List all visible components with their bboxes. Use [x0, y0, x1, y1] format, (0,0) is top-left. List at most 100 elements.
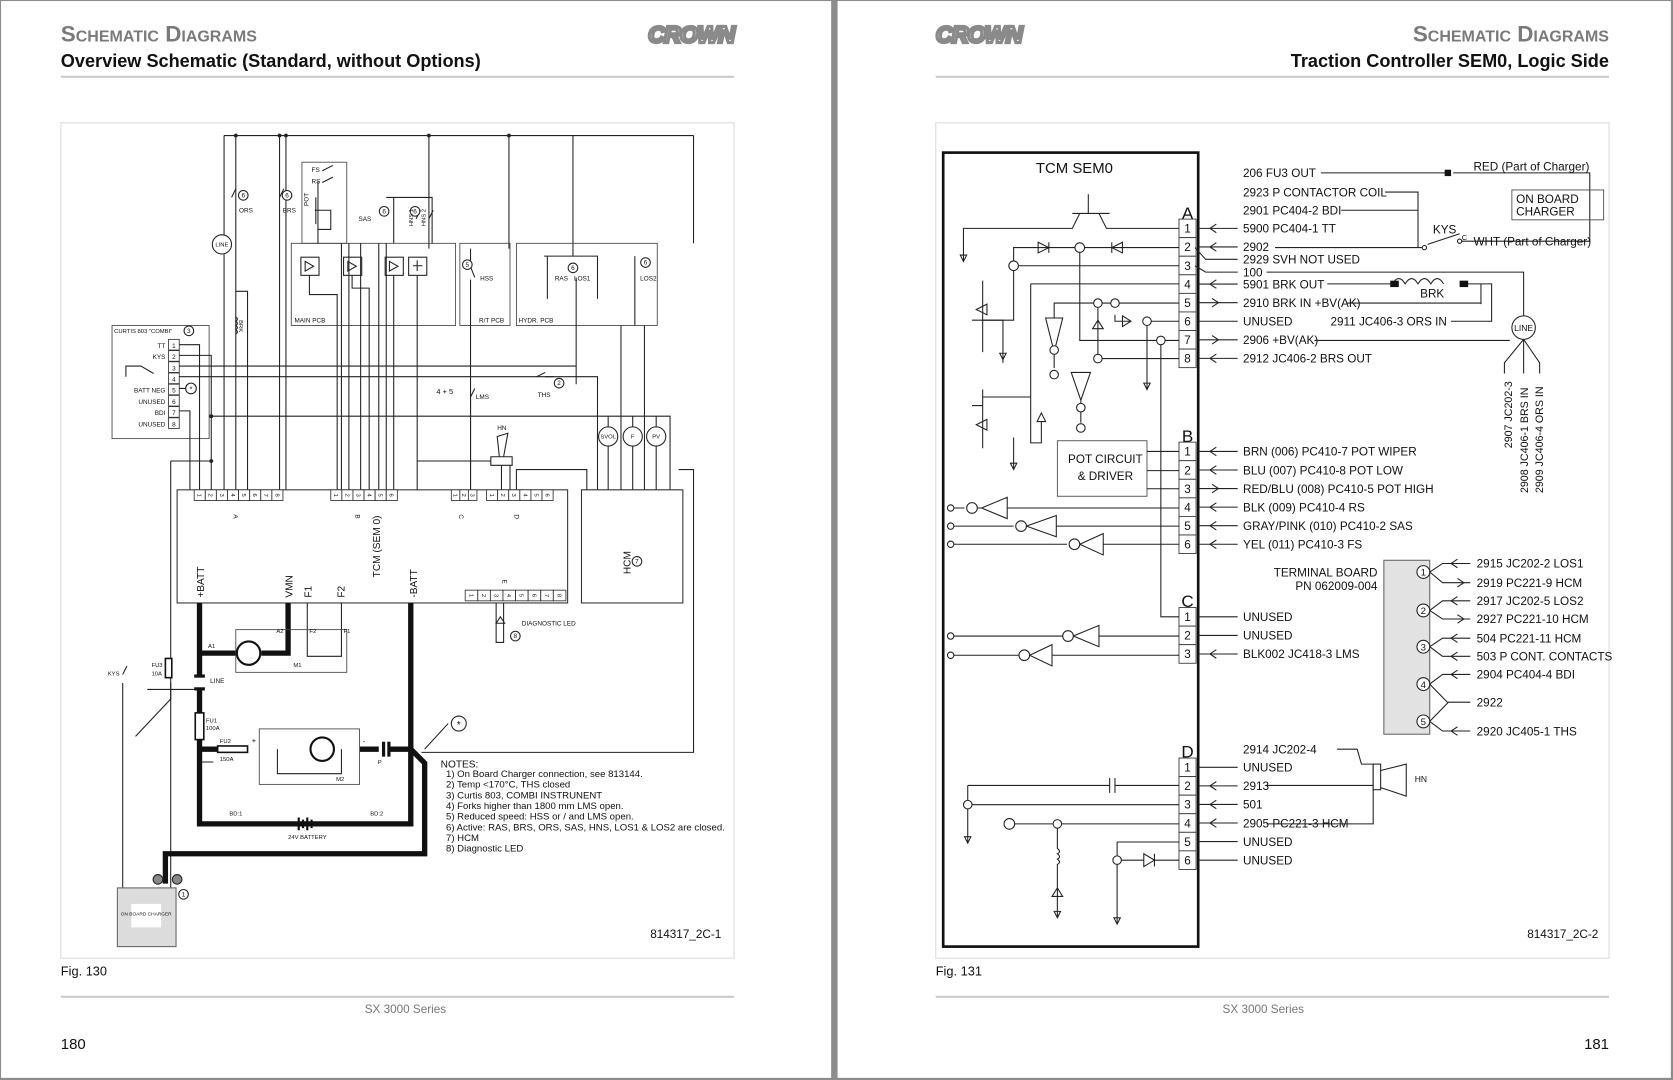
- line-contactor-label: LINE: [210, 678, 224, 685]
- pin-label: UNUSED: [138, 421, 165, 428]
- terminal-wire: 504 PC221-11 HCM: [1429, 632, 1582, 648]
- wire-label: YEL (011) PC410-3 FS: [1243, 539, 1362, 552]
- arrow-in-icon: [1208, 223, 1217, 234]
- ths-label: THS: [538, 392, 551, 399]
- arrow-in-icon: [1450, 558, 1458, 569]
- gauges: SVOL F PV: [421, 416, 695, 753]
- terminal-number: 1: [1421, 568, 1426, 579]
- tcm-pin-a: 5: [238, 489, 251, 501]
- connector-label: C: [1181, 592, 1193, 611]
- pin-number: 6: [1184, 315, 1191, 328]
- horn: 2914 JC202-4 HN: [1243, 743, 1427, 825]
- wire-label: 2911 JC406-3 ORS IN: [1331, 315, 1447, 328]
- wire-label: 2901 PC404-2 BDI: [1243, 205, 1341, 218]
- pin-number: 5: [1184, 297, 1191, 310]
- star-ref: *: [457, 720, 461, 731]
- connector-c-label: C: [457, 514, 464, 519]
- tcm-pin-b: 5: [374, 489, 387, 501]
- fu2-label: FU2: [220, 739, 231, 745]
- tcm-pin-b: 2: [341, 489, 354, 501]
- footer-series: SX 3000 Series: [365, 1003, 447, 1016]
- note-ref: 6: [285, 192, 289, 199]
- wire-label: 5901 BRK OUT: [1243, 278, 1324, 291]
- motor-m2: [258, 728, 360, 785]
- connector-a-label: A: [232, 514, 239, 519]
- pin-number: 3: [1184, 648, 1191, 661]
- wire-label: BRN (006) PC410-7 POT WIPER: [1243, 446, 1417, 459]
- note-item: 6) Active: RAS, BRS, ORS, SAS, HNS, LOS1…: [446, 822, 725, 833]
- line-label: LINE: [1514, 323, 1533, 333]
- wire-label: 2920 JC405-1 THS: [1477, 725, 1577, 738]
- kys-c-label: C: [1462, 233, 1468, 242]
- tcm-pin-e: 2: [477, 589, 491, 602]
- pin-number: 8: [273, 494, 279, 497]
- pv-label: PV: [652, 435, 660, 441]
- tcm-pin-e: 8: [552, 589, 567, 602]
- terminal-wire: 2904 PC404-4 BDI: [1429, 669, 1575, 685]
- arrow-in-icon: [1208, 649, 1217, 659]
- wire-label: RED/BLU (008) PC410-5 POT HIGH: [1243, 483, 1434, 496]
- figure-label: Fig. 131: [936, 963, 982, 978]
- note-ref: 8: [514, 633, 518, 640]
- pin-number: 3: [1184, 799, 1191, 812]
- note-ref: 6: [571, 265, 575, 272]
- tcm-pin-d: 1: [486, 489, 499, 501]
- pot-driver-label: & DRIVER: [1078, 470, 1133, 483]
- wire-label: 2922: [1477, 696, 1503, 709]
- figure-label: Fig. 130: [61, 963, 107, 978]
- rs-label: RS: [312, 179, 321, 186]
- note-item: 7) HCM: [446, 833, 479, 844]
- pin-number: 1: [451, 494, 457, 497]
- line-contactor-coil: [1511, 315, 1536, 340]
- wire-label: 2904 PC404-4 BDI: [1477, 669, 1575, 682]
- horn-label: HN: [497, 425, 507, 432]
- plus-label: +: [252, 736, 256, 745]
- note-item: 2) Temp <170°C, THS closed: [446, 780, 570, 791]
- pin-number: 7: [262, 494, 268, 497]
- rt-pcb: [459, 242, 511, 326]
- crown-logo: CROWN: [647, 20, 739, 49]
- logo-text: CROWN: [648, 22, 736, 48]
- field-f1-label: F1: [344, 629, 351, 635]
- wire-label: BLK002 JC418-3 LMS: [1243, 648, 1360, 661]
- arrow-in-icon: [1208, 465, 1217, 475]
- a2-label: A2: [276, 629, 283, 635]
- tcm-pin-a: 7: [260, 489, 273, 501]
- terminal-wire: 2915 JC202-2 LOS1: [1429, 558, 1584, 573]
- pin-number: 1: [1184, 611, 1191, 624]
- connector-e-label: E: [501, 579, 508, 583]
- section-title: Schematic Diagrams: [61, 22, 257, 47]
- pin-number: 1: [172, 343, 176, 350]
- terminal-number: 5: [1421, 717, 1426, 728]
- note-ref: 6: [382, 208, 386, 215]
- hcm-block: [580, 489, 684, 604]
- pin-label: KYS: [153, 354, 166, 361]
- tcm-pin-b: 4: [363, 489, 376, 501]
- pin-label: UNUSED: [138, 399, 165, 406]
- terminal-wire: 2919 PC221-9 HCM: [1429, 571, 1582, 590]
- pin-number: 2: [460, 494, 466, 497]
- main-pcb-label: MAIN PCB: [294, 317, 325, 324]
- pin-number: 5: [1184, 520, 1191, 533]
- connector-d-label: D: [512, 514, 519, 519]
- pin-number: 2: [1184, 630, 1191, 643]
- pin-number: 6: [530, 594, 536, 597]
- tcm-pin-b: 6: [385, 489, 398, 501]
- tcm-pin-e: 1: [464, 589, 479, 602]
- wire-label: 5900 PC404-1 TT: [1243, 223, 1336, 236]
- wire-label: 504 PC221-11 HCM: [1477, 632, 1582, 645]
- tcm-pin-e: 6: [527, 589, 542, 602]
- wire-label: UNUSED: [1243, 762, 1292, 775]
- f1-label: F1: [304, 585, 315, 597]
- page-180: Schematic Diagrams CROWN Overview Schema…: [1, 1, 832, 1078]
